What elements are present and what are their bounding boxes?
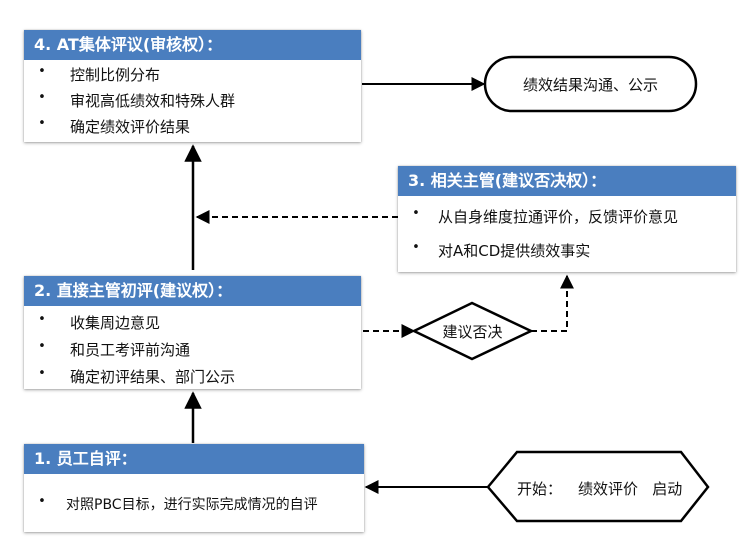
bullet: • (38, 494, 46, 509)
bullet: • (38, 116, 46, 131)
bullet: • (38, 64, 46, 79)
box-direct-manager-title: 2. 直接主管初评(建议权）： (24, 276, 361, 306)
box-at-review: 4. AT集体评议(审核权）： •控制比例分布 •审视高低绩效和特殊人群 •确定… (24, 30, 361, 142)
start-prefix-label: 开始： (517, 480, 563, 498)
box-related-manager: 3. 相关主管(建议否决权）： •从自身维度拉通评价，反馈评价意见 •对A和CD… (398, 166, 736, 272)
bullet: • (412, 206, 420, 221)
bullet: • (38, 90, 46, 105)
box-self-review-body: •对照PBC目标，进行实际完成情况的自评 (24, 474, 364, 532)
bullet: • (412, 240, 420, 255)
box-direct-manager: 2. 直接主管初评(建议权）： •收集周边意见 •和员工考评前沟通 •确定初评结… (24, 276, 361, 389)
result-terminal-label: 绩效结果沟通、公示 (522, 76, 658, 94)
box-self-review: 1. 员工自评： •对照PBC目标，进行实际完成情况的自评 (24, 444, 364, 532)
box-direct-manager-body: •收集周边意见 •和员工考评前沟通 •确定初评结果、部门公示 (24, 306, 361, 389)
decision-label: 建议否决 (442, 323, 503, 341)
box-at-review-body: •控制比例分布 •审视高低绩效和特殊人群 •确定绩效评价结果 (24, 60, 361, 142)
result-terminal-shape (483, 55, 698, 113)
box-at-review-title: 4. AT集体评议(审核权）： (24, 30, 361, 60)
start-hexagon (486, 450, 710, 523)
bullet: • (38, 366, 46, 381)
bullet: • (38, 339, 46, 354)
box-self-review-title: 1. 员工自评： (24, 444, 364, 474)
bullet: • (38, 312, 46, 327)
decision-diamond (411, 301, 534, 361)
box-related-manager-body: •从自身维度拉通评价，反馈评价意见 •对A和CD提供绩效事实 (398, 196, 736, 272)
box-related-manager-title: 3. 相关主管(建议否决权）： (398, 166, 736, 196)
arrow-decision-to-box3 (531, 274, 574, 332)
start-label: 绩效评价 启动 (578, 480, 683, 498)
